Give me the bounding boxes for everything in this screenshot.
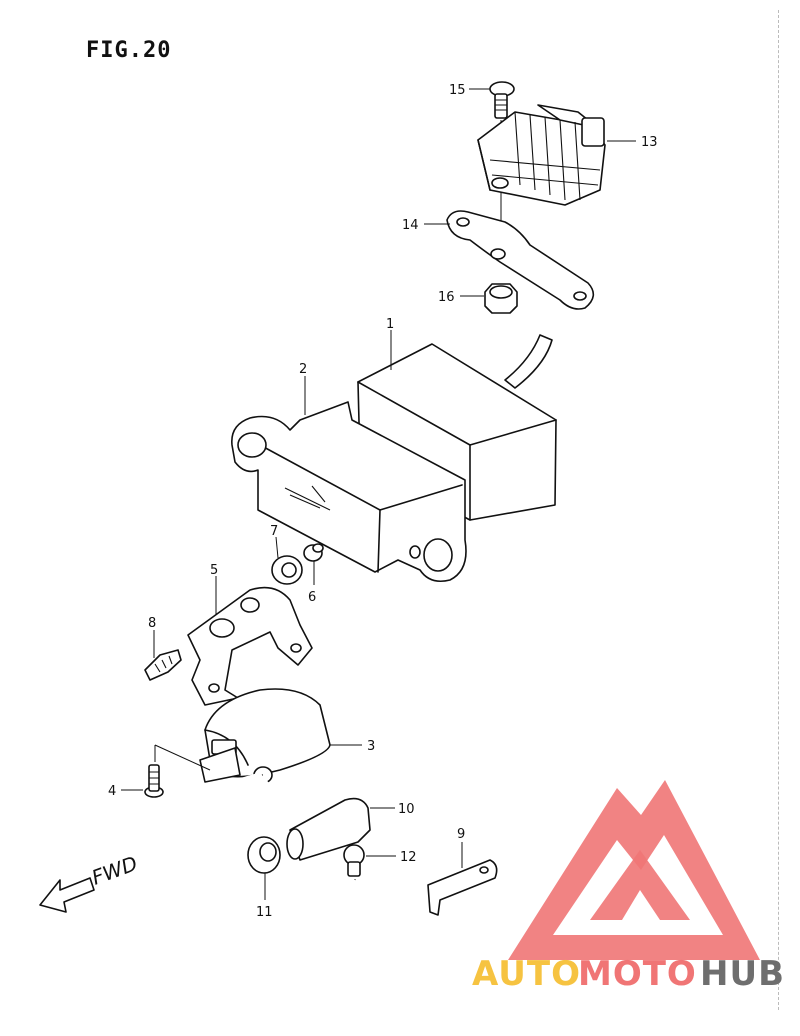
callout-1: 1 (386, 317, 394, 332)
callout-9: 9 (457, 827, 465, 842)
part-15-screw (489, 81, 515, 119)
part-7-grommet (271, 555, 303, 585)
part-4-bolt (144, 764, 164, 798)
part-6-collar (303, 543, 324, 562)
callout-11: 11 (256, 905, 273, 920)
automotohub-logo: AUTO MOTO HUB (472, 780, 785, 994)
fwd-arrow: FWD (39, 851, 141, 913)
callout-8: 8 (148, 616, 156, 631)
callout-7: 7 (270, 524, 278, 539)
callout-6: 6 (308, 590, 316, 605)
part-2-cushion (231, 401, 467, 583)
callout-5: 5 (210, 563, 218, 578)
part-8-bolt (144, 649, 182, 681)
callout-10: 10 (398, 802, 415, 817)
figure-title: FIG.20 (86, 38, 172, 63)
callout-16: 16 (438, 290, 455, 305)
callout-14: 14 (402, 218, 419, 233)
callout-3: 3 (367, 739, 375, 754)
part-13-regulator (477, 104, 606, 206)
part-16-nut (484, 283, 518, 314)
page-edge-rule (778, 10, 779, 1010)
callout-13: 13 (641, 135, 658, 150)
high-tension-cord (152, 772, 358, 974)
part-14-bracket (446, 210, 595, 310)
logo-word-auto: AUTO (472, 954, 581, 994)
logo-word-hub: HUB (700, 954, 785, 994)
callout-12: 12 (400, 850, 417, 865)
part-10-plug-cap (286, 797, 371, 861)
part-3-ignition-coil (199, 688, 331, 784)
logo-inner-mark (590, 850, 690, 920)
callout-15: 15 (449, 83, 466, 98)
fwd-label: FWD (89, 851, 141, 890)
part-11-cap (247, 836, 281, 874)
callout-labels: 1 2 3 4 5 6 7 8 9 10 11 12 13 14 15 16 (108, 83, 658, 920)
callout-4: 4 (108, 784, 116, 799)
part-9-clamp (427, 859, 498, 916)
callout-2: 2 (299, 362, 307, 377)
part-12-terminal (343, 844, 365, 877)
logo-triangle (508, 780, 760, 960)
part-5-bracket (187, 586, 313, 706)
logo-word-moto: MOTO (578, 954, 697, 994)
